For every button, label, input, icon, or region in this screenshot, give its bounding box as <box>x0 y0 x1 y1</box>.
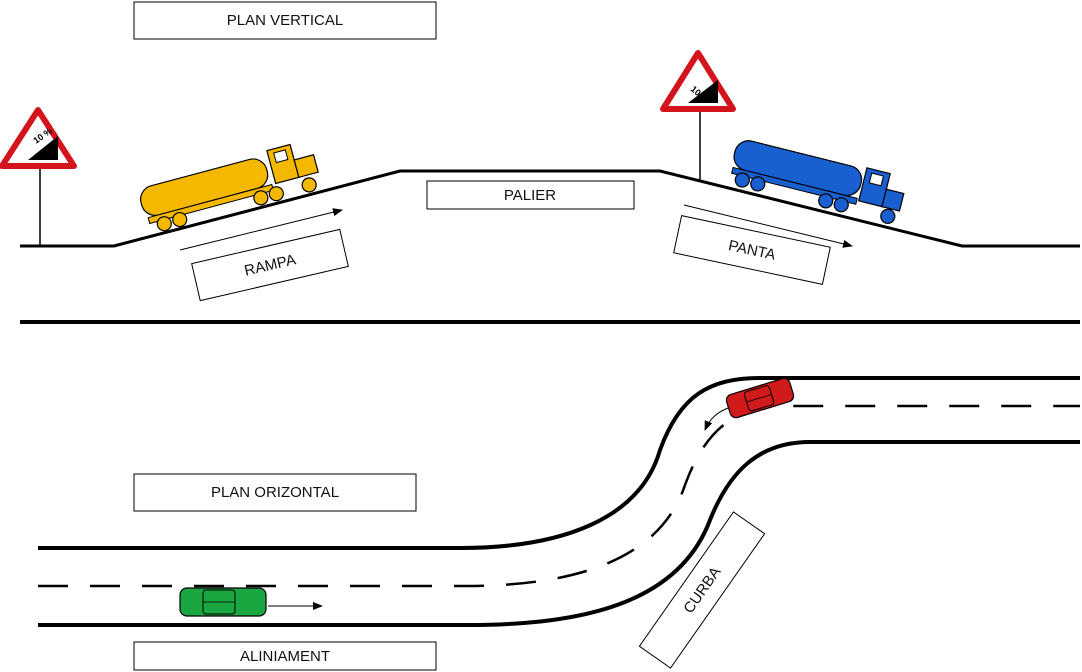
rampa-label-box: RAMPA <box>191 228 349 302</box>
tanker-truck-icon-blue <box>730 140 905 224</box>
rampa-arrow <box>179 208 343 251</box>
aliniament-label-box: ALINIAMENT <box>133 641 437 671</box>
road-edge-bottom <box>38 440 1080 627</box>
car-icon-red <box>725 377 795 419</box>
curve-direction-arrow <box>704 407 729 431</box>
plan-vertical-label-box: PLAN VERTICAL <box>133 1 437 40</box>
tanker-truck-icon-yellow <box>140 143 319 232</box>
car-icon-green <box>179 587 267 617</box>
palier-label-box: PALIER <box>426 180 635 210</box>
grade-sign-right: 10 % <box>660 50 736 180</box>
palier-label: PALIER <box>504 187 556 204</box>
panta-label-box: PANTA <box>673 215 831 285</box>
plan-orizontal-label: PLAN ORIZONTAL <box>211 484 339 501</box>
plan-vertical-label: PLAN VERTICAL <box>227 12 343 29</box>
aliniament-label: ALINIAMENT <box>240 648 330 665</box>
grade-sign-left: 10 % <box>0 107 77 246</box>
vertical-profile-line <box>20 169 1080 248</box>
road-edge-top <box>38 376 1080 550</box>
panta-arrow <box>683 204 853 248</box>
plan-orizontal-label-box: PLAN ORIZONTAL <box>133 473 417 512</box>
